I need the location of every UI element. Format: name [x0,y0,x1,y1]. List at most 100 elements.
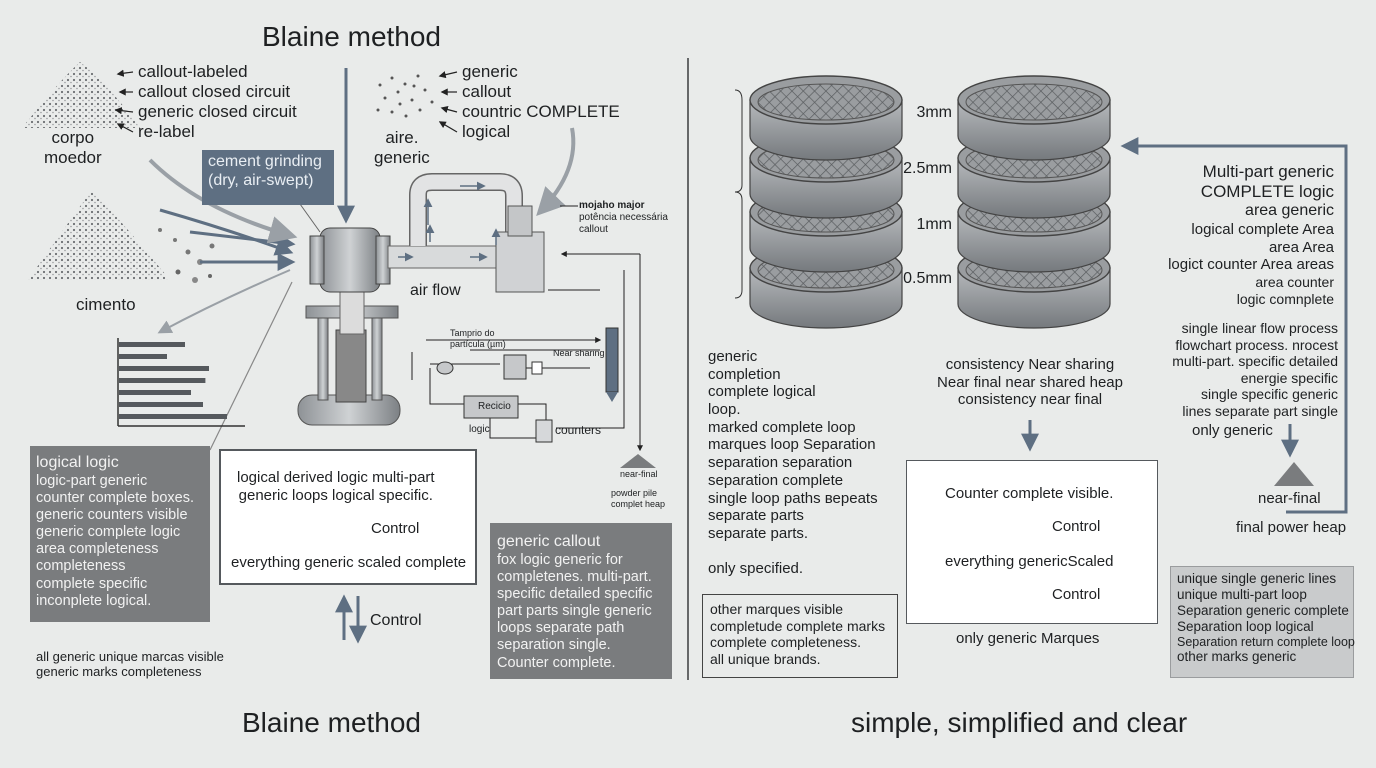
text-line: separate parts. [708,524,809,542]
box-line: generic callout [497,533,601,550]
cement-grinding-box: cement grinding (dry, air-swept) [202,150,334,205]
bar [119,354,167,359]
box-line: inconplete logical. [36,592,152,609]
box-line: unique single generic lines [1177,571,1337,586]
label-line: corpo [51,128,95,147]
sieve-stack-1 [749,75,903,329]
box-line: other marks generic [1177,649,1297,665]
text-line: Multi-part generic [1202,162,1334,181]
callout-line: potência necessária [579,211,668,223]
text-line: area counter [1255,274,1334,291]
box-heading: logical derived logic multi-part generic… [237,469,435,504]
powder-pile-label: powder pile complet heap [611,488,665,509]
near-final: near-final [1258,490,1321,507]
sieve-size: 3mm [916,104,952,121]
logic-label: logic [469,424,490,435]
box-line: cement grinding [208,153,322,170]
box-line: area completeness [36,541,159,558]
text-line: energie specific [1240,369,1338,386]
near-sharing-text: consistency Near sharing Near final near… [932,356,1128,409]
air-label: aire. generic [374,128,430,168]
air-flow-label: air flow [410,282,461,299]
callout-line: callout-labeled [138,62,248,81]
final-power-heap: final power heap [1236,519,1347,536]
sieve-ring [749,75,903,161]
bar [119,366,209,371]
air-callouts: generic callout countric COMPLETE logica… [462,62,620,142]
box-line: completude complete marks [710,617,886,634]
label-line: aire. [385,128,419,147]
box-line: complete completeness. [710,634,861,651]
box-line: logical derived logic multi-part [237,469,435,486]
text-line: area Area [1268,238,1334,256]
bar [119,378,206,383]
separation-box: unique single generic lines unique multi… [1170,566,1355,678]
callout-line: mojaho major [579,200,645,211]
air-particles [376,74,434,118]
label-line: moedor [44,148,102,168]
box-heading: Counter complete visible. [945,485,1114,502]
control-below: Control [370,612,422,629]
text-line: multi-part. specific detailed [1172,353,1338,370]
text-line: marked complete loop [708,418,856,436]
box-line: logical logic [36,454,119,471]
box-line: separation single. [497,637,611,654]
grinding-media-callouts: callout-labeled callout closed circuit g… [138,62,297,142]
text-line: area generic [1245,202,1334,220]
box-line: counter complete boxes. [36,489,194,506]
cement-label: cimento [76,295,136,314]
label-line: Tamprio do [450,328,495,338]
box-line: generic loops logical specific. [238,486,433,504]
recicio-label: Recicio [478,401,511,412]
grinding-media-label: corpo moedor [44,128,102,168]
logic-box-center: logical derived logic multi-part generic… [219,449,477,585]
text-line: completion [708,365,781,383]
box-line: all unique brands. [710,650,821,667]
text-line: single specific generic [1201,386,1338,403]
label-line: powder pile [611,488,658,498]
footnote-line: all generic unique marcas visible [36,649,224,664]
bar [119,402,203,407]
text-line: single linear flow process [1181,320,1338,336]
callout-line: re-label [138,122,195,142]
text-line: logict counter Area areas [1168,256,1334,274]
box-line: Separation return complete loop [1177,634,1355,649]
box-line: logic-part generic [36,472,148,489]
left-title: Blaine method [262,21,442,52]
text-line: loop. [708,401,741,419]
bar [119,342,185,347]
callout-line: countric COMPLETE [462,102,620,122]
text-line: consistency Near sharing [945,356,1115,373]
box-line: fox logic generic for [497,551,623,568]
text-line: flowchart process. nrocest [1175,336,1338,353]
box-line: specific detailed specific [497,586,653,603]
box-line: loops separate path [497,620,625,637]
box-line: part parts single generic [497,603,652,620]
bar [119,414,227,419]
sieve-stack-2 [957,75,1111,329]
box-line: generic complete logic [36,524,181,541]
only-generic-marques: only generic Marques [956,630,1100,647]
outline-box: other marques visible completude complet… [702,594,898,678]
box-footer: everything generic scaled complete [231,554,467,571]
label-line: partícula (µm) [450,338,506,349]
footnote: all generic unique marcas visible generi… [36,649,224,680]
only-generic: only generic [1192,422,1273,439]
grinding-media-pile [22,62,140,128]
callout-line: callout closed circuit [138,82,291,102]
text-line: generic [708,348,758,365]
text-line: logical complete Area [1191,220,1334,238]
ball-mill [297,173,545,426]
text-line: logic comnplete [1236,290,1334,307]
callout-box-right: generic callout fox logic generic for co… [490,523,672,679]
sieve-size: 2.5mm [903,160,952,177]
left-bottom-title: Blaine method [242,707,422,738]
text-line: lines separate part single [1182,402,1338,419]
callout-line: logical [462,122,511,142]
sieve-text: generic completion complete logical loop… [708,348,878,543]
multipart-text: Multi-part generic COMPLETE logic area g… [1150,162,1334,307]
text-line: Near final near shared heap [937,373,1123,391]
near-final-small: near-final [620,469,658,479]
particle-size-label: Tamprio do partícula (µm) [450,328,506,349]
cement-pile [28,190,215,283]
